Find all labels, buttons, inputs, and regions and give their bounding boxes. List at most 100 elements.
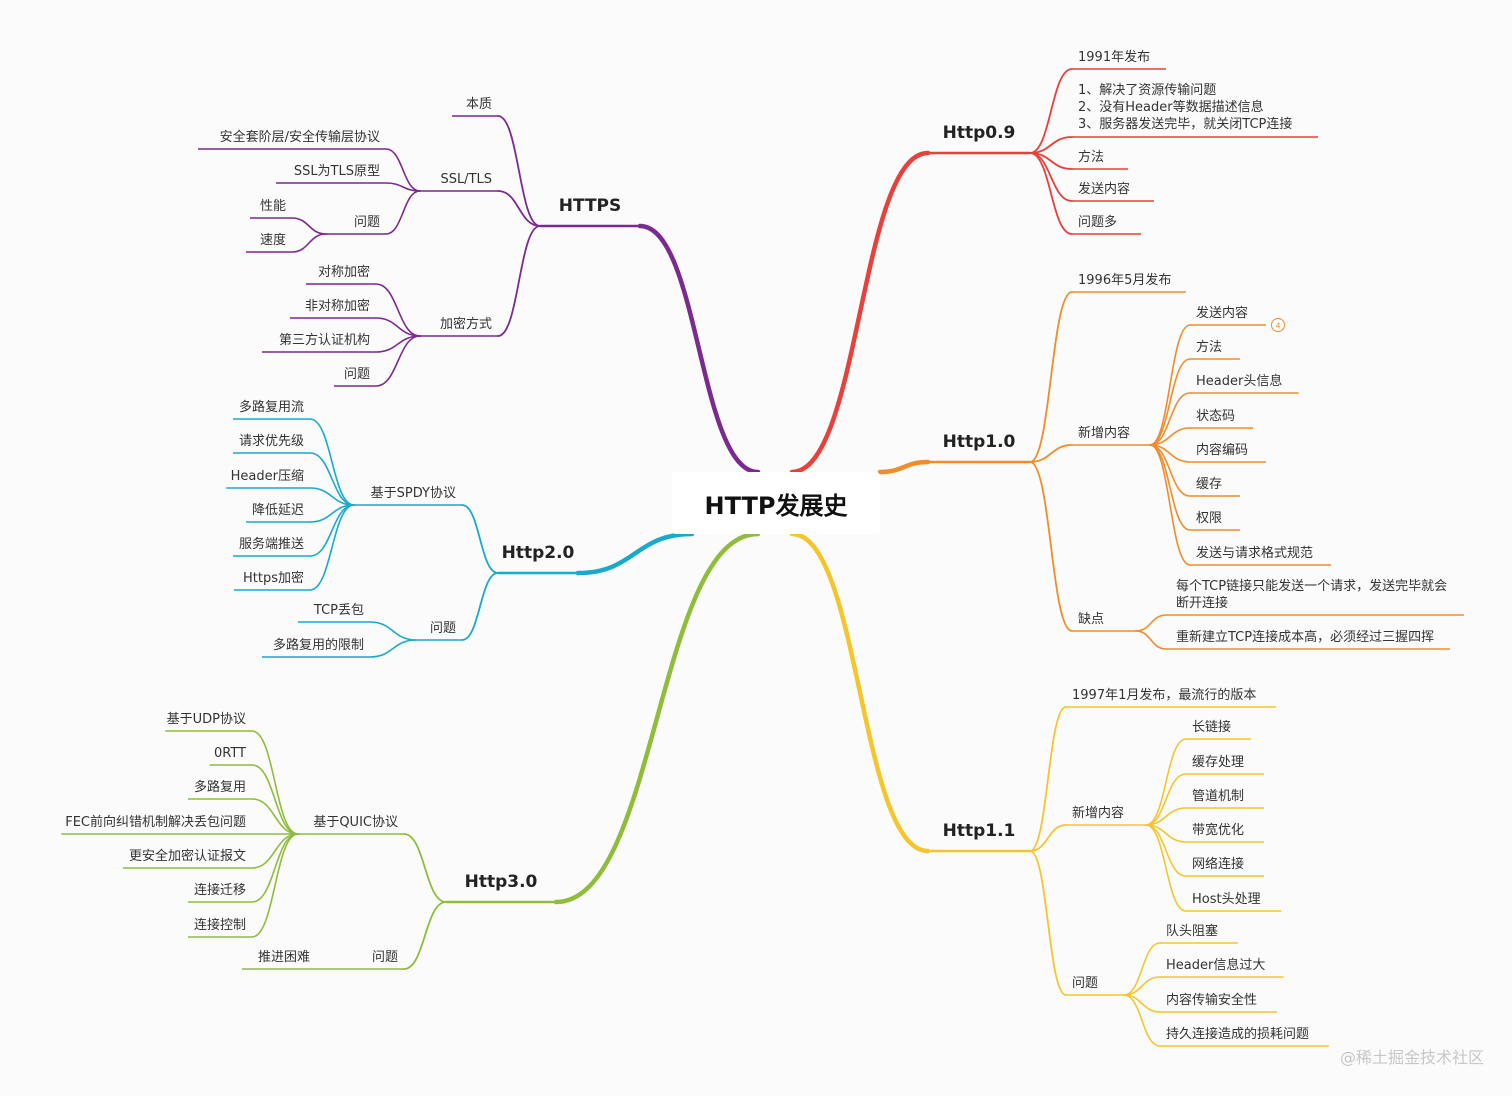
http11-problem-item-2[interactable]: 内容传输安全性 — [1166, 992, 1257, 1008]
https-enc-item-2[interactable]: 第三方认证机构 — [279, 332, 370, 348]
http10-new-link-0 — [1149, 324, 1191, 446]
http11-new-item-4[interactable]: 网络连接 — [1192, 856, 1244, 872]
http11-problem-link-1 — [1123, 976, 1161, 996]
http3-quic[interactable]: 基于QUIC协议 — [313, 815, 398, 830]
http11-problem-link-0 — [1123, 942, 1161, 996]
http3-quic-link-4 — [251, 833, 299, 869]
http10-new-item-7[interactable]: 发送与请求格式规范 — [1196, 545, 1313, 561]
http10-new-item-0[interactable]: 发送内容 — [1196, 305, 1248, 321]
https-ssl-tls[interactable]: SSL/TLS — [440, 172, 492, 187]
http3-quic-link-0 — [251, 730, 299, 835]
watermark: @稀土掘金技术社区 — [1339, 1048, 1484, 1067]
http11-problem-item-0[interactable]: 队头阻塞 — [1166, 923, 1218, 939]
https-ssl-item-1[interactable]: SSL为TLS原型 — [294, 164, 380, 179]
https-ssl-item-0[interactable]: 安全套阶层/安全传输层协议 — [220, 129, 380, 145]
http09-item-4[interactable]: 问题多 — [1078, 214, 1117, 230]
trunk-http11 — [789, 531, 931, 854]
http2-spdy-item-2[interactable]: Header压缩 — [231, 468, 304, 484]
http3-quic-item-0[interactable]: 基于UDP协议 — [167, 712, 246, 727]
http11-new-link-0 — [1145, 738, 1187, 826]
https-essence[interactable]: 本质 — [466, 97, 492, 112]
https-problem[interactable]: 问题 — [354, 215, 380, 230]
http09-feature-1[interactable]: 2、没有Header等数据描述信息 — [1078, 99, 1264, 115]
http10-link-2 — [1029, 461, 1073, 632]
http2-spdy[interactable]: 基于SPDY协议 — [371, 486, 456, 501]
http10-new-item-5[interactable]: 缓存 — [1196, 477, 1222, 492]
branch-http10[interactable]: Http1.0 — [943, 432, 1016, 452]
branch-http2[interactable]: Http2.0 — [502, 543, 575, 563]
http10-link-0 — [1029, 291, 1073, 463]
https-enc-item-3[interactable]: 问题 — [344, 367, 370, 382]
http10-new-item-2[interactable]: Header头信息 — [1196, 373, 1282, 389]
http2-problem[interactable]: 问题 — [430, 621, 456, 636]
http10-new[interactable]: 新增内容 — [1078, 425, 1130, 441]
http11-problem-link-3 — [1123, 994, 1161, 1047]
http10-cons-item-0-line-1[interactable]: 断开连接 — [1176, 595, 1228, 611]
https-link-ssl — [497, 190, 541, 227]
trunk-https — [637, 223, 761, 475]
http10-new-item-4[interactable]: 内容编码 — [1196, 442, 1248, 458]
http2-spdy-item-1[interactable]: 请求优先级 — [239, 434, 304, 449]
http3-quic-item-4[interactable]: 更安全加密认证报文 — [129, 848, 246, 864]
http3-problem[interactable]: 问题 — [372, 950, 398, 965]
branch-http11[interactable]: Http1.1 — [943, 821, 1016, 841]
http2-spdy-item-5[interactable]: Https加密 — [243, 570, 304, 586]
http10-new-item-3[interactable]: 状态码 — [1196, 409, 1235, 424]
http09-feature-0[interactable]: 1、解决了资源传输问题 — [1078, 82, 1216, 98]
http09-feature-2[interactable]: 3、服务器发送完毕，就关闭TCP连接 — [1078, 116, 1292, 132]
central-topic-title: HTTP发展史 — [704, 491, 848, 520]
http10-cons-item-1[interactable]: 重新建立TCP连接成本高，必须经过三握四挥 — [1176, 629, 1434, 645]
http11-new-item-3[interactable]: 带宽优化 — [1192, 822, 1244, 838]
http3-problem-item-0[interactable]: 推进困难 — [258, 950, 310, 965]
http10-new-item-1[interactable]: 方法 — [1196, 339, 1222, 355]
http3-quic-item-5[interactable]: 连接迁移 — [194, 882, 246, 898]
http11-problem[interactable]: 问题 — [1072, 976, 1098, 991]
http10-released[interactable]: 1996年5月发布 — [1078, 272, 1171, 288]
http2-problem-item-0[interactable]: TCP丢包 — [313, 603, 364, 618]
http2-spdy-item-4[interactable]: 服务端推送 — [239, 536, 304, 552]
http3-quic-item-2[interactable]: 多路复用 — [194, 779, 246, 795]
http09-link-4 — [1029, 152, 1073, 235]
http10-new-item-6[interactable]: 权限 — [1196, 510, 1222, 526]
branch-http09[interactable]: Http0.9 — [943, 123, 1016, 143]
http3-link-problem — [403, 901, 447, 970]
http09-item-2[interactable]: 方法 — [1078, 149, 1104, 165]
central-topic[interactable]: HTTP发展史 — [672, 472, 880, 534]
branch-https[interactable]: HTTPS — [559, 196, 622, 216]
http3-quic-item-3[interactable]: FEC前向纠错机制解决丢包问题 — [65, 814, 246, 830]
https-enc-item-1[interactable]: 非对称加密 — [305, 298, 370, 314]
https-problem-item-1[interactable]: 速度 — [260, 232, 286, 248]
http11-released[interactable]: 1997年1月发布，最流行的版本 — [1072, 687, 1256, 703]
https-enc-item-0[interactable]: 对称加密 — [318, 264, 370, 280]
http3-quic-item-1[interactable]: 0RTT — [214, 746, 246, 761]
http11-new-item-2[interactable]: 管道机制 — [1192, 789, 1244, 804]
http2-spdy-link-1 — [309, 452, 355, 506]
http11-problem-item-1[interactable]: Header信息过大 — [1166, 957, 1265, 973]
http10-cons[interactable]: 缺点 — [1078, 612, 1104, 627]
http11-new-item-0[interactable]: 长链接 — [1192, 719, 1231, 735]
http10-cons-link-0 — [1135, 614, 1167, 632]
http10-cons-item-0-line-0[interactable]: 每个TCP链接只能发送一个请求，发送完毕就会 — [1176, 578, 1447, 594]
http11-link-1 — [1029, 824, 1067, 852]
https-problem-item-0[interactable]: 性能 — [260, 199, 286, 214]
http11-new-item-1[interactable]: 缓存处理 — [1192, 755, 1244, 770]
http2-problem-item-1[interactable]: 多路复用的限制 — [273, 637, 364, 653]
https-link-essence — [497, 115, 541, 227]
branch-http3[interactable]: Http3.0 — [465, 872, 538, 892]
http2-spdy-item-3[interactable]: 降低延迟 — [252, 503, 304, 518]
http3-quic-link-6 — [251, 833, 299, 938]
http3-quic-item-6[interactable]: 连接控制 — [194, 917, 246, 933]
note-badge[interactable]: 4 — [1271, 318, 1285, 332]
http09-item-3[interactable]: 发送内容 — [1078, 181, 1130, 197]
https-enc-link-1 — [375, 317, 421, 337]
http11-new-item-5[interactable]: Host头处理 — [1192, 892, 1261, 907]
https-problem-link-1 — [291, 233, 327, 253]
http2-spdy-link-0 — [309, 418, 355, 506]
http3-link-quic — [403, 833, 447, 903]
http09-released[interactable]: 1991年发布 — [1078, 49, 1150, 65]
http2-spdy-item-0[interactable]: 多路复用流 — [239, 399, 304, 415]
trunk-http3 — [553, 531, 761, 905]
https-encryption[interactable]: 加密方式 — [440, 316, 492, 332]
http11-problem-item-3[interactable]: 持久连接造成的损耗问题 — [1166, 1026, 1309, 1042]
http11-new[interactable]: 新增内容 — [1072, 805, 1124, 821]
